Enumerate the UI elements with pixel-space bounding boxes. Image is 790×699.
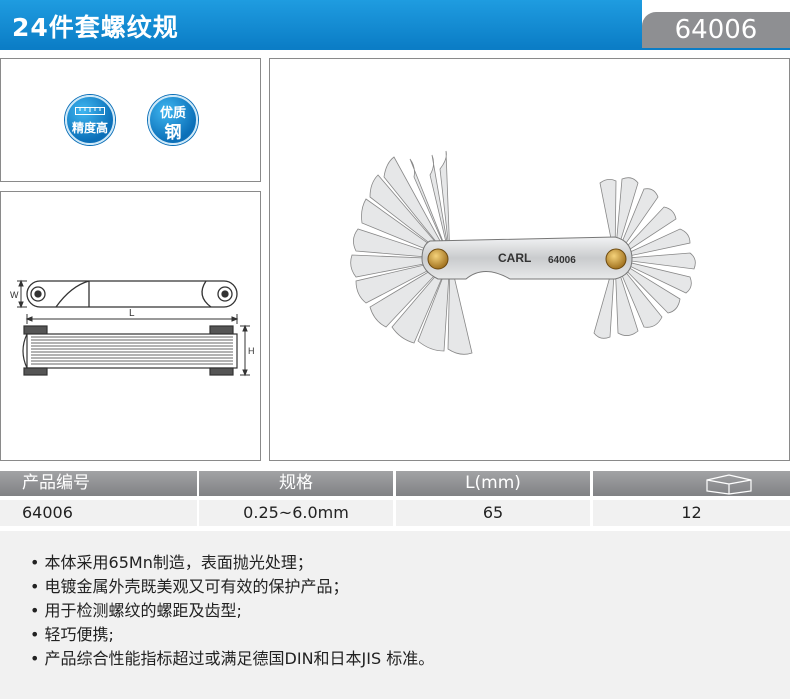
note-text: 轻巧便携; xyxy=(44,625,114,644)
table-cell-quantity: 12 xyxy=(593,500,790,526)
side-view-outline xyxy=(22,325,238,376)
table-header-length: L(mm) xyxy=(396,471,590,496)
thread-gauge-illustration: CARL 64006 xyxy=(350,150,696,355)
note-item: • 产品综合性能指标超过或满足德国DIN和日本JIS 标准。 xyxy=(30,649,435,668)
handle-model: 64006 xyxy=(548,255,576,266)
badge-quality-line2: 钢 xyxy=(164,123,182,143)
cell-spec: 0.25~6.0mm xyxy=(243,503,349,522)
label-h: H xyxy=(248,346,255,356)
feature-notes: • 本体采用65Mn制造，表面抛光处理； • 电镀金属外壳既美观又可有效的保护产… xyxy=(0,531,790,699)
table-cell-code: 64006 xyxy=(0,500,197,526)
header-blue-band: 24件套螺纹规 xyxy=(0,0,642,48)
top-view-outline xyxy=(26,280,238,308)
badge-quality-line1: 优质 xyxy=(159,106,186,121)
col-header-code: 产品编号 xyxy=(22,473,90,493)
label-l: L xyxy=(129,308,135,319)
note-text: 本体采用65Mn制造，表面抛光处理； xyxy=(44,553,313,572)
cell-quantity: 12 xyxy=(681,503,702,522)
features-panel: 精度高 优质 钢 xyxy=(0,58,261,182)
page-title: 24件套螺纹规 xyxy=(12,13,179,42)
table-header-box xyxy=(593,471,790,496)
right-pivot-rivet xyxy=(605,248,627,270)
badge-high-precision-label: 精度高 xyxy=(71,121,108,135)
cell-length: 65 xyxy=(482,503,504,522)
table-header-code: 产品编号 xyxy=(0,471,197,496)
label-w: W xyxy=(10,290,19,300)
brand-logo: CARL xyxy=(498,251,531,265)
header-bar: 24件套螺纹规 64006 xyxy=(0,0,790,50)
note-item: • 轻巧便携; xyxy=(30,625,114,644)
gauge-handle xyxy=(421,236,633,280)
right-leaf-fan xyxy=(593,177,696,339)
note-text: 产品综合性能指标超过或满足德国DIN和日本JIS 标准。 xyxy=(44,649,435,668)
col-header-length: L(mm) xyxy=(465,473,521,493)
product-image-panel: CARL 64006 xyxy=(269,58,790,461)
model-code: 64006 xyxy=(674,15,758,45)
ruler-icon xyxy=(75,107,105,115)
dimension-diagram-panel: W L xyxy=(0,191,261,461)
note-item: • 电镀金属外壳既美观又可有效的保护产品； xyxy=(30,577,349,596)
header-divider xyxy=(0,48,790,50)
side-view-leaves xyxy=(31,336,233,365)
box-icon xyxy=(706,474,752,495)
badge-quality-steel: 优质 钢 xyxy=(148,95,198,145)
left-pivot-rivet xyxy=(427,248,449,270)
table-header-spec: 规格 xyxy=(199,471,393,496)
note-text: 用于检测螺纹的螺距及齿型; xyxy=(44,601,242,620)
badge-high-precision: 精度高 xyxy=(65,95,115,145)
table-cell-length: 65 xyxy=(396,500,590,526)
note-item: • 用于检测螺纹的螺距及齿型; xyxy=(30,601,242,620)
dimension-drawing: W L xyxy=(10,279,255,377)
header-model-tab: 64006 xyxy=(642,12,790,48)
cell-code: 64006 xyxy=(22,503,73,522)
note-item: • 本体采用65Mn制造，表面抛光处理； xyxy=(30,553,313,572)
col-header-spec: 规格 xyxy=(279,473,313,493)
table-cell-spec: 0.25~6.0mm xyxy=(199,500,393,526)
note-text: 电镀金属外壳既美观又可有效的保护产品； xyxy=(44,577,349,596)
